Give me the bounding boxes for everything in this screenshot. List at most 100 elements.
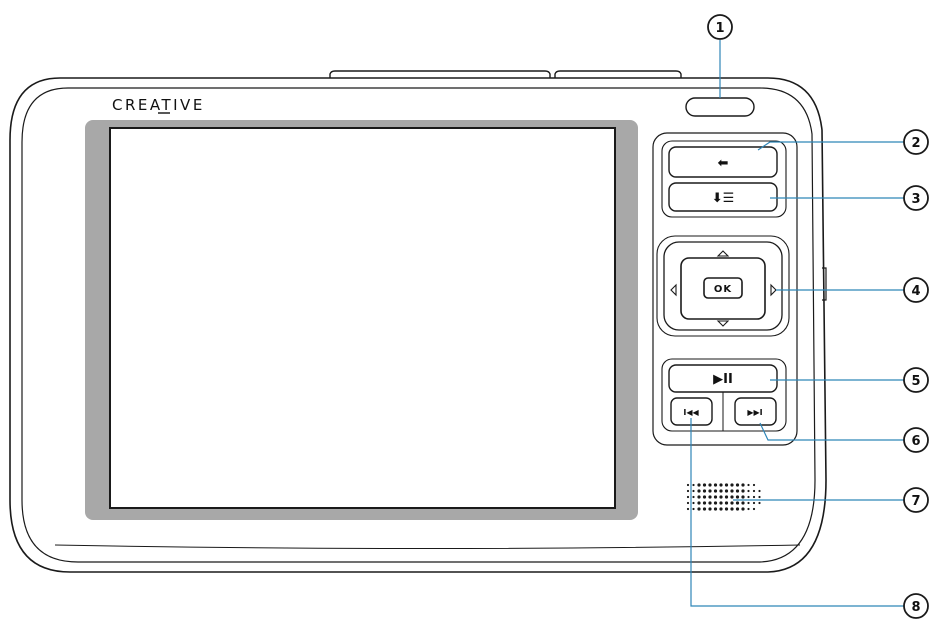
speaker-dot <box>713 507 718 511</box>
callout-marker-7: 7 <box>903 487 929 513</box>
speaker-dot <box>692 501 695 505</box>
speaker-dot <box>719 495 723 499</box>
speaker-dot <box>741 489 745 493</box>
speaker-dot <box>697 507 701 511</box>
svg-text:3: 3 <box>911 192 920 207</box>
play-pause-icon: ▶II <box>713 372 733 387</box>
menu-icon: ⬇☰ <box>712 191 735 206</box>
brand-logo: CREATIVE <box>112 96 205 114</box>
speaker-dot <box>741 483 745 487</box>
speaker-dot <box>747 495 750 499</box>
speaker-dot <box>747 507 750 511</box>
callout-marker-8: 8 <box>903 593 929 619</box>
nav-down-icon[interactable] <box>716 320 730 327</box>
speaker-dot <box>697 495 701 499</box>
speaker-grille <box>686 483 761 511</box>
speaker-dot <box>719 489 723 493</box>
speaker-dot <box>713 483 718 487</box>
svg-text:4: 4 <box>911 284 920 299</box>
callout-line-8 <box>690 418 904 607</box>
nav-left-icon[interactable] <box>670 283 677 297</box>
speaker-dot <box>702 483 707 487</box>
next-icon: ▶▶I <box>747 408 762 417</box>
nav-up-icon[interactable] <box>716 250 730 257</box>
speaker-dot <box>702 489 707 493</box>
back-button[interactable]: ⬅ <box>668 146 778 178</box>
speaker-dot <box>692 495 695 499</box>
callout-markers: 1 2 3 4 5 6 7 8 <box>707 14 929 619</box>
speaker-dot <box>758 495 761 499</box>
speaker-dot <box>702 495 707 499</box>
callout-marker-3: 3 <box>903 185 929 211</box>
speaker-dot <box>697 483 701 487</box>
speaker-dot <box>719 507 723 511</box>
speaker-dot <box>686 501 690 505</box>
next-button[interactable]: ▶▶I <box>734 397 777 426</box>
back-icon: ⬅ <box>718 156 729 171</box>
callout-marker-4: 4 <box>903 277 929 303</box>
ok-label: OK <box>714 284 733 295</box>
speaker-dot <box>719 501 723 505</box>
speaker-dot <box>758 489 761 493</box>
speaker-dot <box>735 483 740 487</box>
speaker-dot <box>752 489 756 493</box>
speaker-dot <box>697 489 701 493</box>
speaker-dot <box>730 507 734 511</box>
screen-display <box>109 127 616 509</box>
play-pause-button[interactable]: ▶II <box>668 364 778 393</box>
light-sensor <box>685 97 755 117</box>
callout-line-6 <box>759 422 904 441</box>
nav-right-icon[interactable] <box>770 283 777 297</box>
speaker-dot <box>713 489 718 493</box>
callout-marker-6: 6 <box>903 427 929 453</box>
speaker-dot <box>730 501 734 505</box>
speaker-dot <box>735 501 740 505</box>
speaker-dot <box>741 507 745 511</box>
speaker-dot <box>735 507 740 511</box>
speaker-dot <box>747 501 750 505</box>
speaker-dot <box>708 501 712 505</box>
callout-marker-1: 1 <box>707 14 733 40</box>
speaker-dot <box>752 507 756 511</box>
callout-marker-5: 5 <box>903 367 929 393</box>
previous-icon: I◀◀ <box>683 408 699 417</box>
speaker-dot <box>741 495 745 499</box>
speaker-dot <box>735 489 740 493</box>
speaker-dot <box>697 501 701 505</box>
svg-text:1: 1 <box>715 21 724 36</box>
speaker-dot <box>735 495 740 499</box>
speaker-dot <box>724 507 729 511</box>
speaker-dot <box>702 507 707 511</box>
speaker-dot <box>730 483 734 487</box>
speaker-dot <box>752 501 756 505</box>
speaker-dot <box>692 483 695 487</box>
control-panel <box>652 132 798 446</box>
ok-button[interactable]: OK <box>703 277 743 299</box>
speaker-dot <box>708 489 712 493</box>
speaker-dot <box>713 495 718 499</box>
svg-text:7: 7 <box>911 494 920 509</box>
speaker-dot <box>758 501 761 505</box>
top-buttons-frame <box>661 140 787 218</box>
speaker-dot <box>686 489 690 493</box>
speaker-dot <box>713 501 718 505</box>
speaker-dot <box>752 483 756 487</box>
speaker-dot <box>686 495 690 499</box>
previous-button[interactable]: I◀◀ <box>670 397 713 426</box>
speaker-dot <box>692 507 695 511</box>
callout-line-2 <box>757 141 904 151</box>
callout-lines <box>690 40 904 607</box>
speaker-dot <box>724 483 729 487</box>
menu-button[interactable]: ⬇☰ <box>668 182 778 212</box>
speaker-dot <box>730 495 734 499</box>
speaker-dot <box>702 501 707 505</box>
speaker-dot <box>752 495 756 499</box>
svg-text:6: 6 <box>911 434 920 449</box>
speaker-dot <box>747 489 750 493</box>
speaker-dot <box>730 489 734 493</box>
speaker-dot <box>708 507 712 511</box>
speaker-dot <box>708 495 712 499</box>
speaker-dot <box>692 489 695 493</box>
speaker-dot <box>686 507 690 511</box>
speaker-dot <box>747 483 750 487</box>
